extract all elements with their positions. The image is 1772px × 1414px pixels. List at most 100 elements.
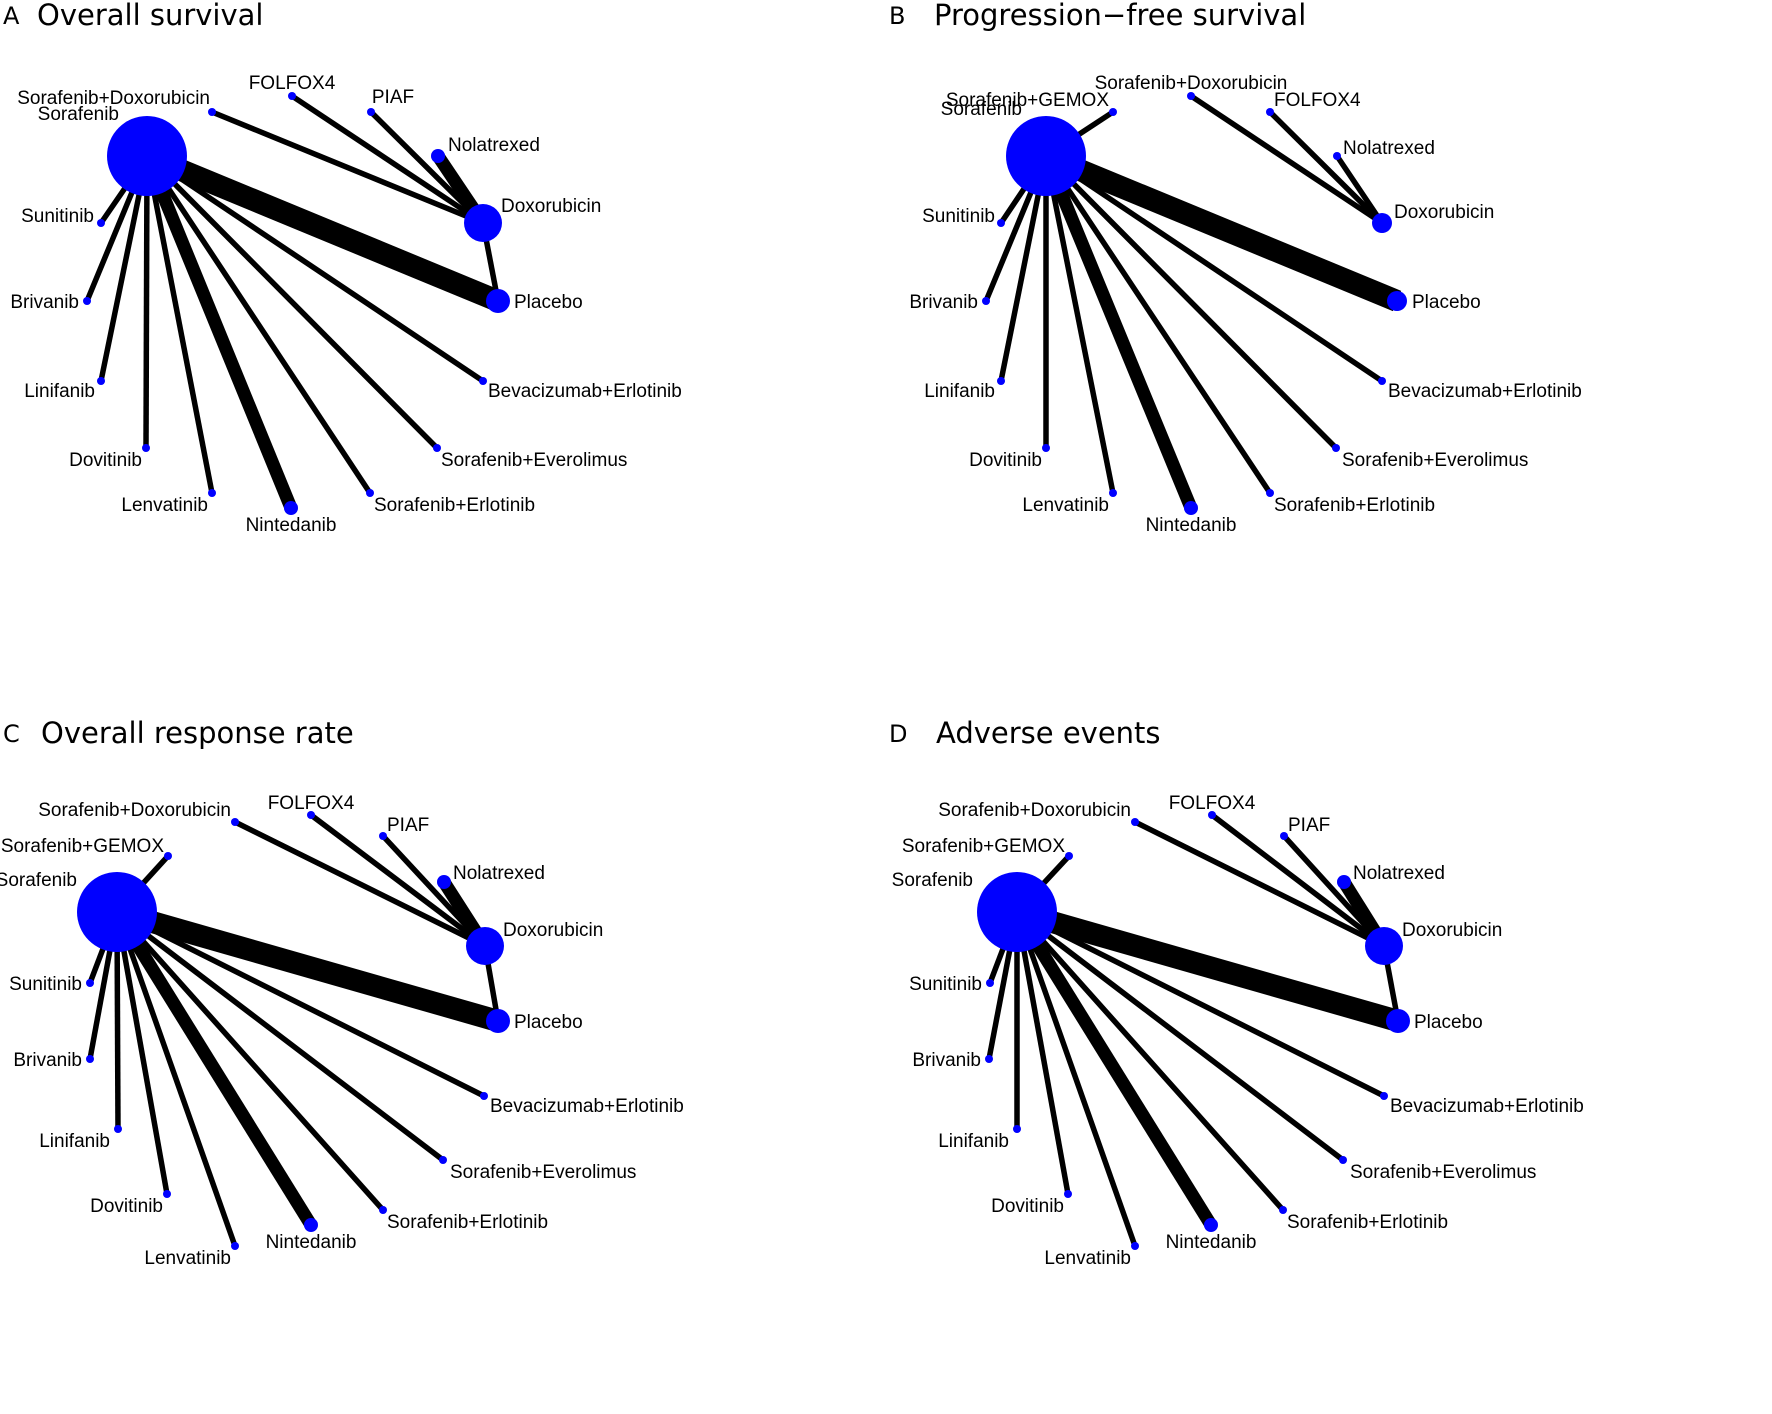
node-label-nintedanib: Nintedanib <box>266 1232 357 1253</box>
node-label-sorafenib-gemox: Sorafenib+GEMOX <box>1 836 164 857</box>
node-label-sorafenib: Sorafenib <box>941 99 1022 120</box>
edge-sorafenib-bevacizumab-erlotinib <box>1015 909 1386 1099</box>
network-graph: SorafenibSorafenib+GEMOXSorafenib+Doxoru… <box>909 73 1581 536</box>
node-label-sorafenib-everolimus: Sorafenib+Everolimus <box>1350 1162 1536 1183</box>
edge-sorafenib-nintedanib <box>111 908 317 1229</box>
panel-letter: B <box>889 2 906 30</box>
panel-title: Adverse events <box>936 716 1161 750</box>
node-label-sorafenib: Sorafenib <box>0 870 77 891</box>
node-dovitinib <box>1042 444 1050 452</box>
node-label-brivanib: Brivanib <box>13 1050 82 1071</box>
node-label-sorafenib-everolimus: Sorafenib+Everolimus <box>450 1162 636 1183</box>
node-doxorubicin <box>1365 927 1403 965</box>
node-label-bevacizumab-erlotinib: Bevacizumab+Erlotinib <box>1388 381 1582 402</box>
edge-sorafenib-bevacizumab-erlotinib <box>1044 153 1384 384</box>
node-label-doxorubicin: Doxorubicin <box>1394 202 1494 223</box>
node-label-sunitinib: Sunitinib <box>9 974 82 995</box>
node-label-linifanib: Linifanib <box>24 381 95 402</box>
node-sorafenib-erlotinib <box>379 1206 387 1214</box>
node-label-brivanib: Brivanib <box>10 292 79 313</box>
node-sorafenib-everolimus <box>1339 1156 1347 1164</box>
panel-letter: C <box>3 720 20 748</box>
edge-sorafenib-lenvatinib <box>144 155 215 494</box>
panel-title: Progression−free survival <box>934 0 1307 32</box>
node-label-nolatrexed: Nolatrexed <box>1353 863 1445 884</box>
node-brivanib <box>982 297 990 305</box>
node-bevacizumab-erlotinib <box>1378 377 1386 385</box>
node-sorafenib-everolimus <box>1332 444 1340 452</box>
node-labels: Sorafenib Sorafenib+GEMOX Sorafenib+Doxoru… <box>0 793 684 1269</box>
node-bevacizumab-erlotinib <box>1380 1092 1388 1100</box>
node-linifanib <box>1013 1125 1021 1133</box>
edge-sorafenib-doxorubicin-doxorubicin <box>210 109 485 226</box>
edge-sorafenib-placebo <box>142 145 503 312</box>
edge-folfox4-doxorubicin <box>1210 812 1386 949</box>
node-label-piaf: PIAF <box>1288 815 1330 836</box>
node-label-piaf: PIAF <box>372 87 414 108</box>
node-label-placebo: Placebo <box>1414 1012 1483 1033</box>
node-sorafenib-doxorubicin <box>208 108 216 116</box>
node-labels: SorafenibSorafenib+DoxorubicinFOLFOX4PIA… <box>10 73 681 536</box>
edge-sorafenib-nintedanib <box>1039 153 1198 511</box>
node-label-linifanib: Linifanib <box>938 1131 1009 1152</box>
node-label-sorafenib: Sorafenib <box>892 870 973 891</box>
node-nolatrexed <box>1337 875 1351 889</box>
node-folfox4 <box>1208 811 1216 819</box>
node-piaf <box>1280 832 1288 840</box>
network-graph: Sorafenib Sorafenib+GEMOX Sorafenib+Doxoru… <box>0 793 684 1269</box>
node-label-nolatrexed: Nolatrexed <box>1343 138 1435 159</box>
node-linifanib <box>997 377 1005 385</box>
node-label-bevacizumab-erlotinib: Bevacizumab+Erlotinib <box>490 1096 684 1117</box>
node-folfox4 <box>288 92 296 100</box>
edge-sorafenib-bevacizumab-erlotinib <box>115 909 486 1099</box>
node-label-dovitinib: Dovitinib <box>969 450 1042 471</box>
node-label-nolatrexed: Nolatrexed <box>453 863 545 884</box>
edge-sorafenib-lenvatinib <box>1014 911 1138 1247</box>
network-graph: SorafenibSorafenib+DoxorubicinFOLFOX4PIA… <box>10 73 681 536</box>
node-brivanib <box>985 1055 993 1063</box>
node-label-sunitinib: Sunitinib <box>909 974 982 995</box>
edge-folfox4-doxorubicin <box>290 93 485 226</box>
edge-sorafenib-lenvatinib <box>114 911 238 1247</box>
node-label-lenvatinib: Lenvatinib <box>121 495 208 516</box>
node-doxorubicin <box>1372 213 1392 233</box>
node-label-lenvatinib: Lenvatinib <box>1022 495 1109 516</box>
edge-sorafenib-sorafenib-everolimus <box>1044 154 1338 450</box>
node-label-sorafenib-gemox: Sorafenib+GEMOX <box>946 90 1109 111</box>
node-lenvatinib <box>208 489 216 497</box>
node-dovitinib <box>142 444 150 452</box>
node-label-sorafenib-doxorubicin: Sorafenib+Doxorubicin <box>38 800 231 821</box>
node-label-dovitinib: Dovitinib <box>90 1196 163 1217</box>
node-label-nintedanib: Nintedanib <box>1146 515 1237 536</box>
node-label-doxorubicin: Doxorubicin <box>503 920 603 941</box>
node-sorafenib-doxorubicin <box>1187 92 1195 100</box>
node-sunitinib <box>997 219 1005 227</box>
node-labels: SorafenibSorafenib+GEMOXSorafenib+Doxoru… <box>909 73 1581 536</box>
node-label-folfox4: FOLFOX4 <box>268 793 355 814</box>
edge-sorafenib-dovitinib <box>1014 911 1071 1195</box>
node-sorafenib-doxorubicin <box>231 818 239 826</box>
node-label-folfox4: FOLFOX4 <box>1169 793 1256 814</box>
nodes <box>83 92 510 515</box>
node-sunitinib <box>986 979 994 987</box>
edges <box>983 93 1402 511</box>
node-label-linifanib: Linifanib <box>924 381 995 402</box>
node-label-sorafenib-erlotinib: Sorafenib+Erlotinib <box>1274 495 1435 516</box>
node-label-piaf: PIAF <box>387 815 429 836</box>
node-nintedanib <box>304 1218 318 1232</box>
panel-letter: D <box>889 720 908 748</box>
panel-title: Overall survival <box>37 0 264 32</box>
panel-title: Overall response rate <box>41 716 354 750</box>
node-nintedanib <box>284 501 298 515</box>
node-label-sorafenib-doxorubicin: Sorafenib+Doxorubicin <box>17 88 210 109</box>
node-label-placebo: Placebo <box>514 292 583 313</box>
edge-sorafenib-doxorubicin-doxorubicin <box>1133 819 1386 949</box>
edges <box>87 812 502 1247</box>
node-bevacizumab-erlotinib <box>480 1092 488 1100</box>
node-doxorubicin <box>466 927 504 965</box>
node-label-sorafenib-erlotinib: Sorafenib+Erlotinib <box>1287 1212 1448 1233</box>
